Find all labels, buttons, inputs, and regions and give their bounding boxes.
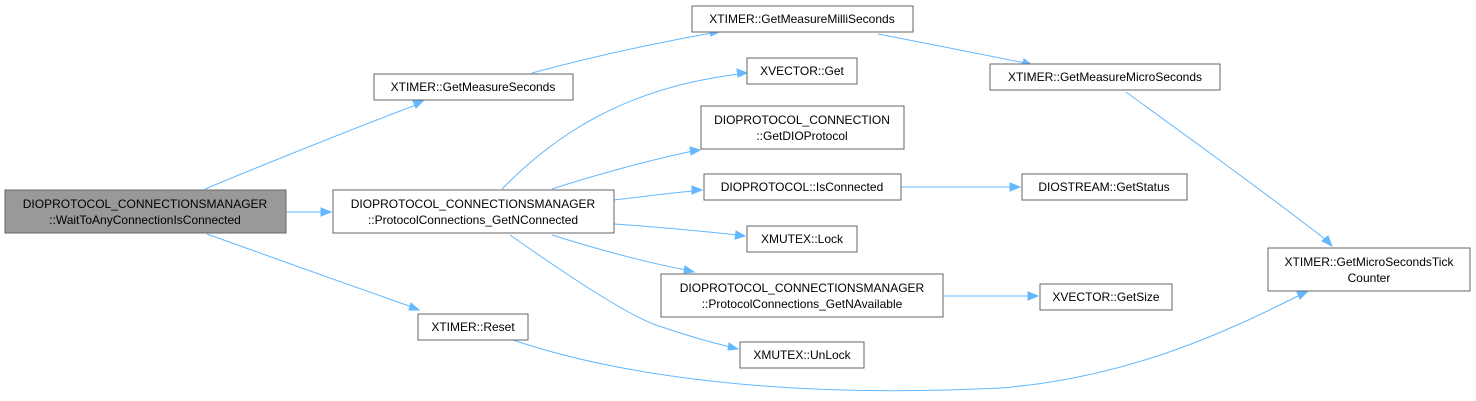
arrowhead — [408, 302, 421, 311]
node-lock[interactable]: XMUTEX::Lock — [746, 225, 858, 253]
node-label: ::WaitToAnyConnectionIsConnected — [49, 213, 241, 227]
node-label: DIOPROTOCOL::IsConnected — [721, 180, 884, 194]
arrowhead — [689, 146, 702, 156]
node-label: XMUTEX::Lock — [761, 232, 844, 246]
node-label: XVECTOR::GetSize — [1052, 290, 1159, 304]
node-root[interactable]: DIOPROTOCOL_CONNECTIONSMANAGER ::WaitToA… — [4, 189, 287, 234]
arrowhead — [1321, 235, 1333, 248]
node-label: DIOPROTOCOL_CONNECTIONSMANAGER — [680, 281, 925, 295]
arrowhead — [412, 100, 425, 109]
arrowhead — [320, 207, 333, 217]
node-label: XTIMER::GetMeasureMicroSeconds — [1008, 70, 1202, 84]
node-label: ::ProtocolConnections_GetNConnected — [368, 213, 578, 227]
node-get-measure-milli[interactable]: XTIMER::GetMeasureMilliSeconds — [691, 5, 914, 33]
node-label: DIOPROTOCOL_CONNECTIONSMANAGER — [23, 197, 268, 211]
edge-get-n-connected-to-get-dio-protocol — [551, 150, 694, 190]
node-label: DIOPROTOCOL_CONNECTIONSMANAGER — [351, 197, 596, 211]
node-label: Counter — [1348, 271, 1391, 285]
arrowhead — [1009, 182, 1022, 192]
node-get-dio-protocol[interactable]: DIOPROTOCOL_CONNECTION ::GetDIOProtocol — [700, 105, 905, 150]
node-get-measure-micro[interactable]: XTIMER::GetMeasureMicroSeconds — [989, 63, 1221, 91]
node-label: XMUTEX::UnLock — [753, 348, 851, 362]
node-unlock[interactable]: XMUTEX::UnLock — [739, 341, 865, 369]
edge-get-n-connected-to-lock — [613, 223, 739, 236]
node-get-size[interactable]: XVECTOR::GetSize — [1039, 283, 1173, 311]
node-label: XTIMER::GetMicroSecondsTick — [1285, 255, 1455, 269]
node-tick-counter[interactable]: XTIMER::GetMicroSecondsTick Counter — [1267, 247, 1471, 292]
edge-root-to-reset — [206, 233, 413, 308]
edge-get-n-connected-to-get-n-available — [551, 234, 687, 271]
node-reset[interactable]: XTIMER::Reset — [417, 313, 529, 341]
arrowhead — [734, 230, 747, 240]
arrowhead — [691, 185, 704, 195]
node-label: XTIMER::Reset — [431, 320, 515, 334]
node-label: ::ProtocolConnections_GetNAvailable — [702, 297, 903, 311]
edge-get-n-connected-to-unlock — [509, 234, 731, 348]
node-label: DIOPROTOCOL_CONNECTION — [714, 113, 890, 127]
node-label: XTIMER::GetMeasureSeconds — [391, 80, 556, 94]
node-get-measure-seconds[interactable]: XTIMER::GetMeasureSeconds — [373, 73, 574, 101]
arrowhead — [1027, 291, 1040, 301]
edge-get-measure-seconds-to-get-measure-milli — [531, 32, 713, 74]
node-label: ::GetDIOProtocol — [756, 129, 847, 143]
node-label: XTIMER::GetMeasureMilliSeconds — [709, 12, 894, 26]
node-label: XVECTOR::Get — [760, 64, 844, 78]
arrowhead — [1296, 291, 1309, 300]
node-get-n-available[interactable]: DIOPROTOCOL_CONNECTIONSMANAGER ::Protoco… — [660, 273, 944, 318]
edge-reset-to-tick-counter — [509, 294, 1301, 392]
arrowhead — [683, 265, 696, 274]
node-get-n-connected[interactable]: DIOPROTOCOL_CONNECTIONSMANAGER ::Protoco… — [332, 189, 615, 234]
arrowhead — [727, 342, 740, 351]
node-label: DIOSTREAM::GetStatus — [1038, 180, 1169, 194]
node-xvector-get[interactable]: XVECTOR::Get — [746, 57, 858, 85]
edge-root-to-get-measure-seconds — [204, 104, 417, 190]
edge-get-n-connected-to-xvector-get — [501, 73, 741, 190]
edge-get-measure-micro-to-tick-counter — [1125, 91, 1327, 241]
edge-get-measure-milli-to-get-measure-micro — [877, 33, 1026, 64]
node-is-connected[interactable]: DIOPROTOCOL::IsConnected — [703, 173, 902, 201]
edge-get-n-connected-to-is-connected — [613, 190, 695, 201]
node-get-status[interactable]: DIOSTREAM::GetStatus — [1021, 173, 1188, 201]
arrowhead — [736, 68, 749, 78]
